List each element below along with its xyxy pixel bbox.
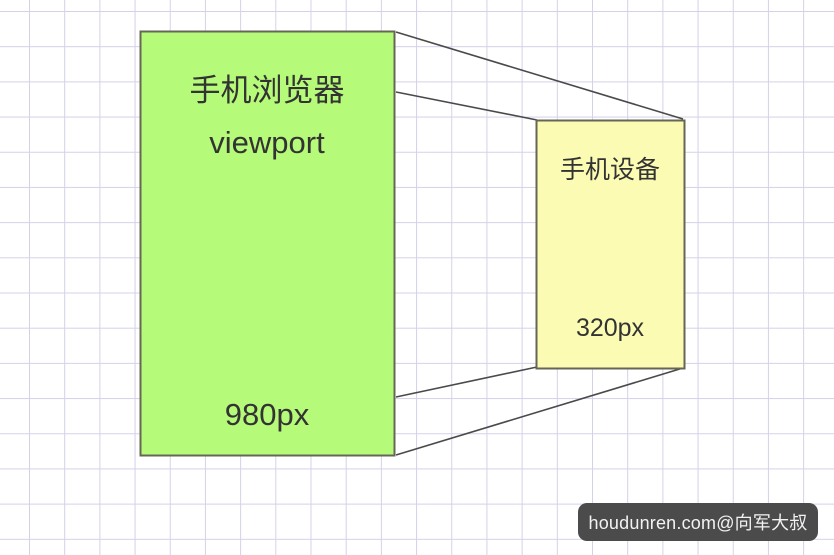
connector-top-inner xyxy=(395,91,538,121)
watermark-text: houdunren.com@向军大叔 xyxy=(588,513,808,533)
device-box xyxy=(535,119,686,370)
connector-bottom-outer xyxy=(395,367,684,456)
connector-bottom-inner xyxy=(395,366,538,398)
connector-top-outer xyxy=(395,31,684,120)
watermark-badge: houdunren.com@向军大叔 xyxy=(578,503,818,541)
viewport-box xyxy=(139,30,396,457)
